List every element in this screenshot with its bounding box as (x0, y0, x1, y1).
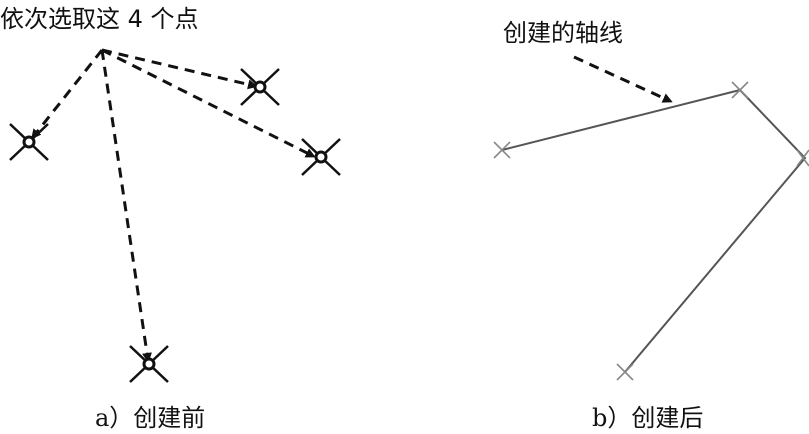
annotation-arrow (573, 55, 673, 103)
panel-a-caption: a）创建前 (95, 404, 205, 432)
vertex-marker-1 (493, 141, 511, 159)
vertex-marker-3 (796, 149, 809, 167)
panel-a: 依次选取这 4 个点 a）创建前 (0, 5, 341, 432)
arrow-to-point-3 (101, 48, 316, 158)
vertex-marker-2 (731, 81, 749, 99)
selection-arrows (31, 48, 316, 363)
picked-point-2 (240, 68, 280, 106)
panel-b: 创建的轴线 b）创建后 (493, 19, 809, 432)
arrow-to-point-1 (31, 49, 104, 140)
created-axis-line (501, 88, 807, 373)
vertex-marker-4 (616, 363, 634, 381)
picked-point-3 (301, 138, 341, 176)
arrow-to-point-4 (100, 49, 152, 363)
arrow-to-point-2 (101, 48, 258, 90)
axis-vertex-markers (493, 81, 809, 381)
panel-a-annotation: 依次选取这 4 个点 (0, 5, 199, 33)
picked-point-4 (129, 345, 169, 383)
panel-b-caption: b）创建后 (592, 404, 703, 432)
panel-b-annotation: 创建的轴线 (503, 19, 623, 47)
picked-point-1 (9, 123, 49, 161)
